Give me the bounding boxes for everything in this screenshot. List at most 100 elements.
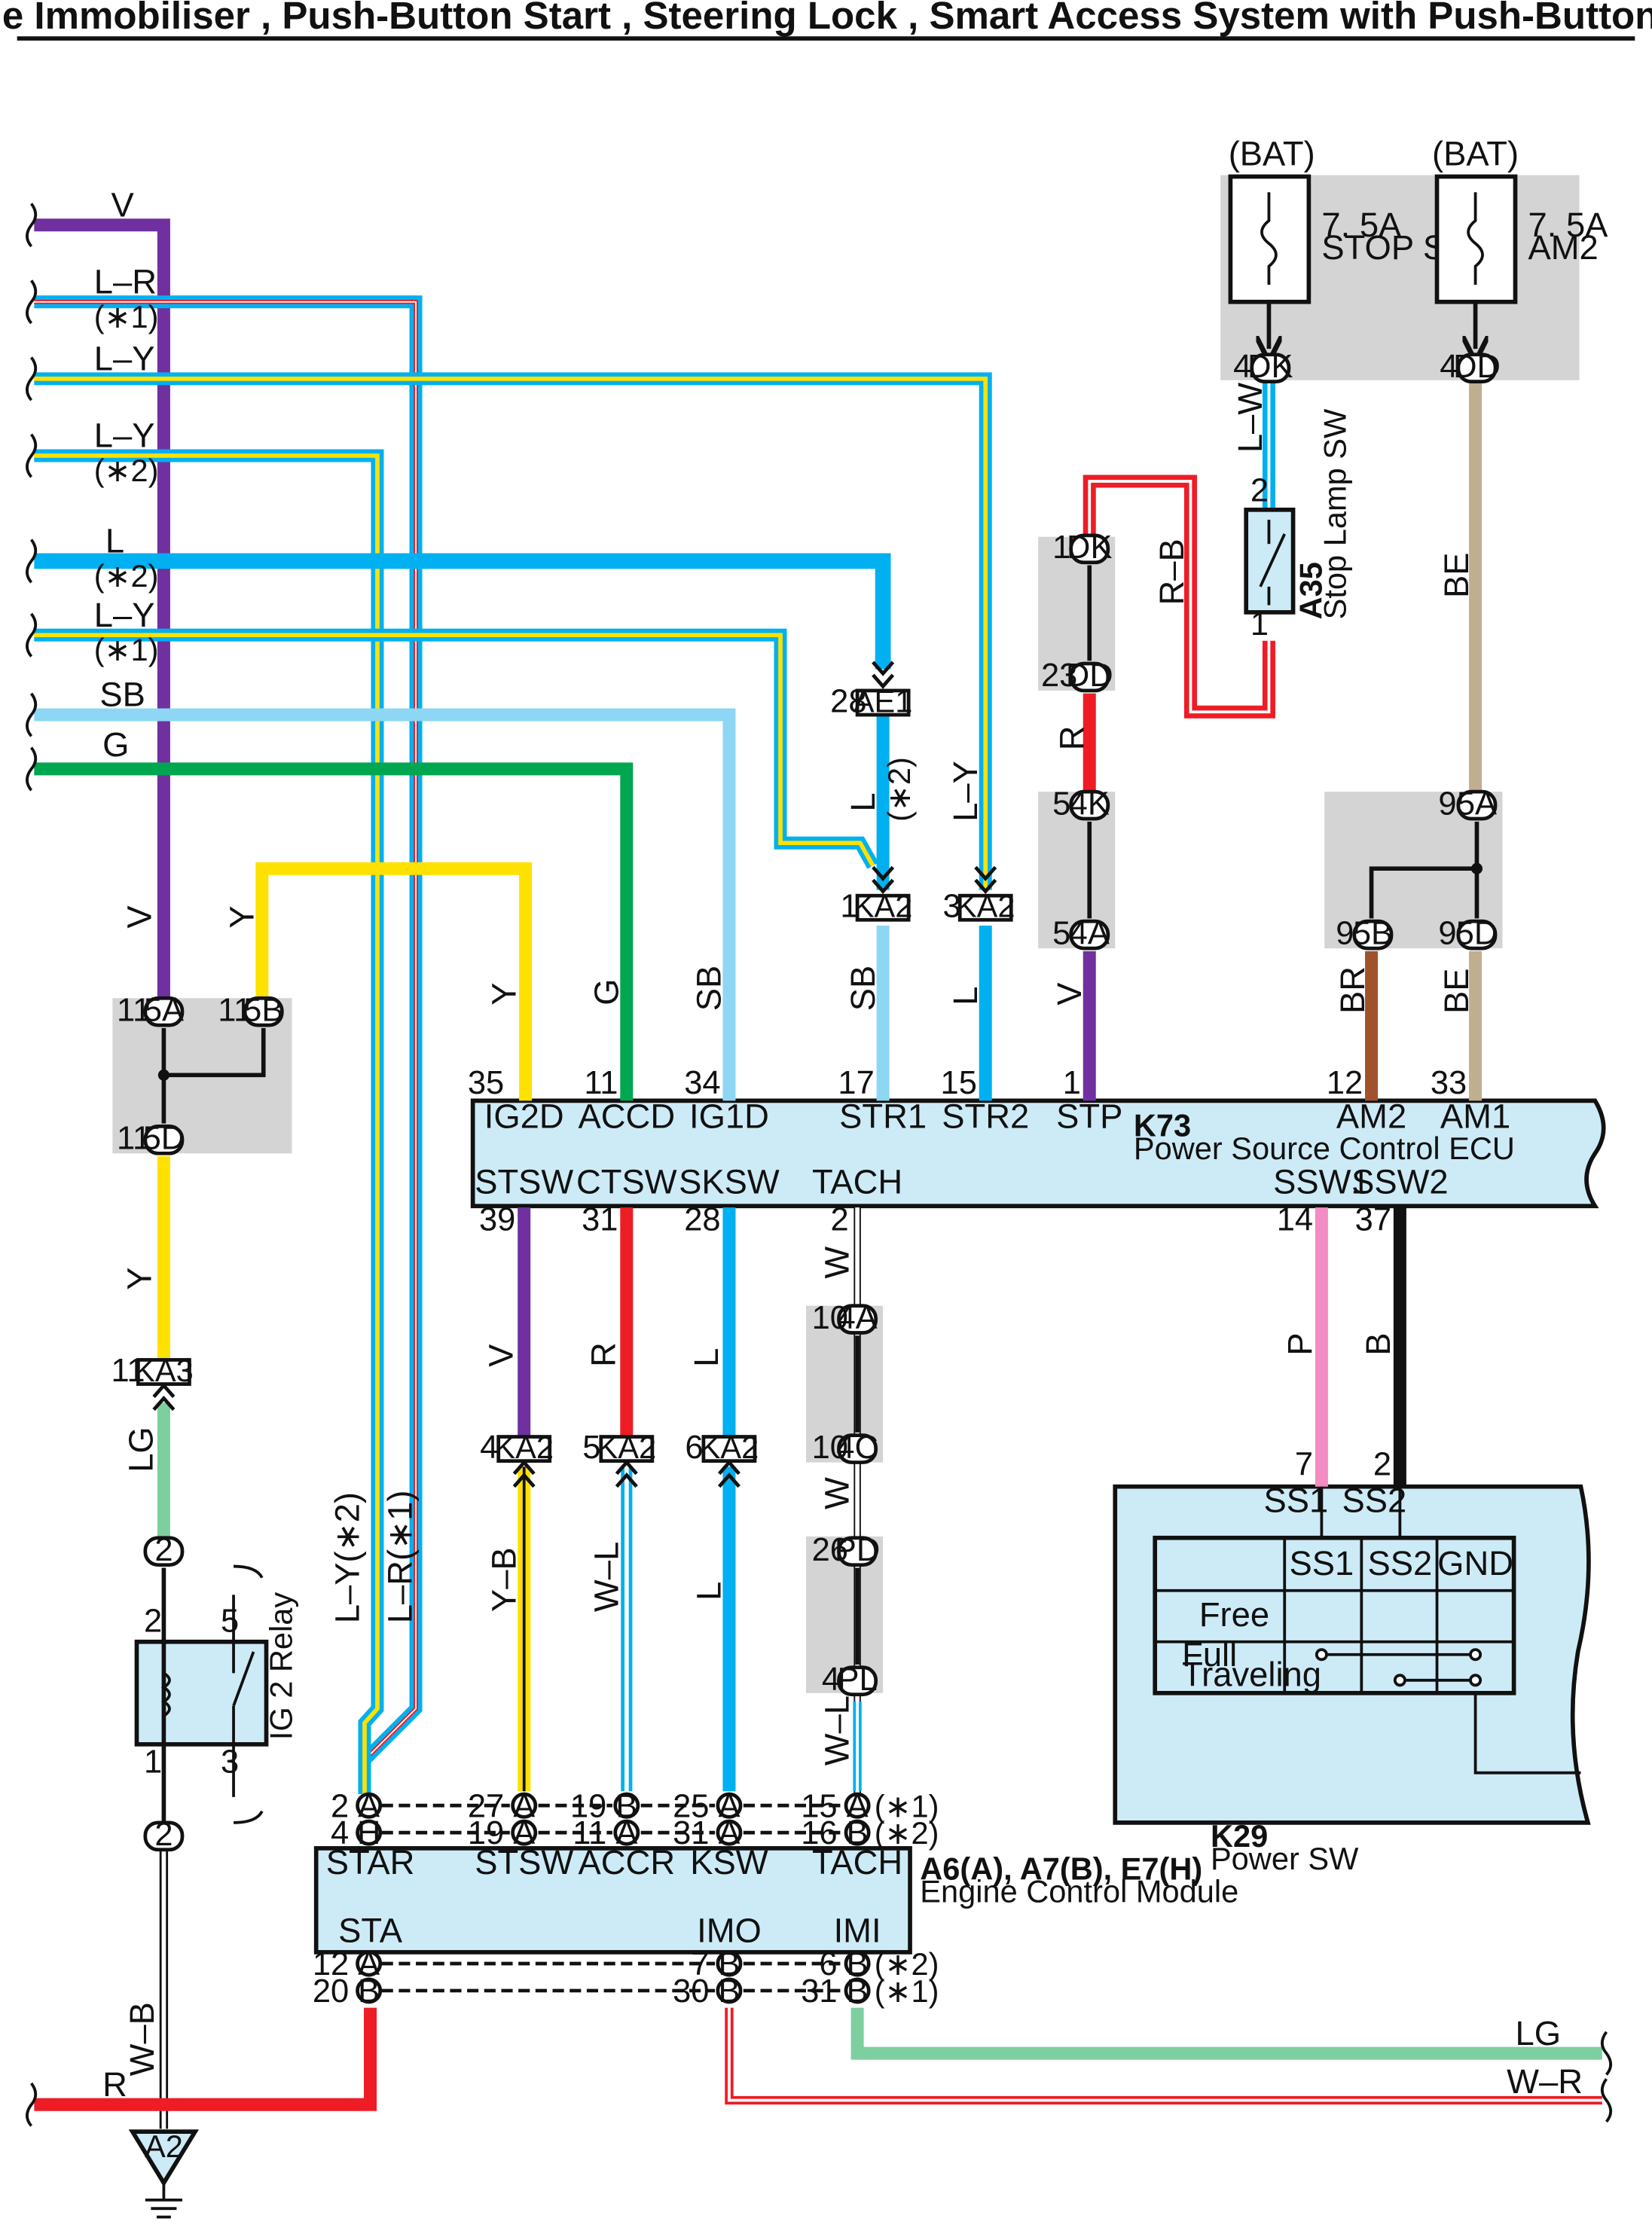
svg-text:W: W	[818, 1477, 857, 1509]
svg-text:12: 12	[1327, 1065, 1363, 1101]
svg-text:27: 27	[468, 1788, 504, 1824]
svg-text:DK: DK	[1067, 529, 1112, 566]
svg-text:L–Y: L–Y	[94, 417, 155, 455]
svg-text:Free: Free	[1199, 1595, 1269, 1634]
svg-text:11: 11	[117, 1121, 151, 1157]
svg-text:W–L: W–L	[587, 1542, 625, 1612]
wire-ends	[26, 203, 1613, 2127]
svg-text:A: A	[513, 1815, 535, 1851]
svg-text:AM2: AM2	[1528, 228, 1599, 267]
svg-text:4K: 4K	[1070, 786, 1110, 822]
wire-color-labels: L–W R–B R BE L (∗2) L–Y V Y Y G SB SB L …	[102, 383, 1583, 2104]
svg-text:L–Y(∗2): L–Y(∗2)	[328, 1492, 366, 1623]
svg-text:SS1: SS1	[1290, 1544, 1354, 1582]
svg-text:G: G	[102, 725, 129, 764]
svg-text:4A: 4A	[838, 1300, 878, 1336]
svg-text:AM1: AM1	[1440, 1097, 1510, 1135]
svg-text:ACCD: ACCD	[579, 1097, 676, 1135]
k73-ecu-body	[470, 1098, 1606, 1209]
svg-text:B: B	[718, 1973, 740, 2010]
svg-text:P: P	[1281, 1333, 1319, 1356]
svg-text:IMI: IMI	[834, 1912, 881, 1950]
svg-text:5B: 5B	[243, 992, 283, 1028]
svg-text:A: A	[847, 1788, 869, 1824]
svg-text:4: 4	[1233, 349, 1251, 385]
svg-text:39: 39	[479, 1201, 515, 1238]
svg-text:TACH: TACH	[812, 1162, 902, 1201]
svg-text:2: 2	[831, 1201, 849, 1238]
svg-text:L: L	[687, 1348, 725, 1367]
svg-text:A: A	[718, 1788, 740, 1824]
svg-text:V: V	[482, 1344, 521, 1367]
svg-text:LG: LG	[121, 1427, 160, 1473]
svg-text:15: 15	[941, 1065, 977, 1101]
svg-text:2: 2	[1250, 472, 1269, 508]
svg-text:STSW: STSW	[475, 1843, 573, 1881]
ground-symbol: A2	[128, 2129, 200, 2219]
svg-text:5: 5	[1052, 915, 1070, 951]
svg-text:9: 9	[1438, 915, 1456, 951]
svg-text:A6(A), A7(B), E7(H): A6(A), A7(B), E7(H)	[920, 1851, 1202, 1886]
svg-text:A35: A35	[1293, 562, 1328, 619]
svg-text:IMO: IMO	[697, 1912, 762, 1950]
svg-text:SS1: SS1	[1263, 1482, 1328, 1520]
svg-text:A: A	[358, 1946, 380, 1982]
svg-text:14: 14	[1277, 1201, 1313, 1238]
svg-text:19: 19	[570, 1788, 606, 1824]
svg-text:7. 5A: 7. 5A	[1528, 206, 1609, 244]
svg-text:W–R: W–R	[1507, 2062, 1583, 2101]
svg-text:PD: PD	[835, 1532, 880, 1568]
svg-text:DD: DD	[1453, 349, 1501, 385]
svg-text:G: G	[587, 978, 625, 1005]
svg-text:L–R: L–R	[94, 262, 157, 301]
k73-terminals: IG2D 35 ACCD 11 IG1D 34 STR1 17 STR2 15 …	[468, 1065, 1515, 1238]
svg-text:A: A	[718, 1815, 740, 1851]
svg-text:11: 11	[117, 992, 151, 1028]
svg-text:16: 16	[801, 1815, 837, 1851]
svg-text:DD: DD	[1066, 658, 1113, 694]
svg-text:17: 17	[838, 1065, 874, 1101]
svg-text:1: 1	[1063, 1065, 1081, 1101]
ig2-relay: 2 5 1 3 IG 2 Relay	[134, 1564, 299, 1824]
svg-text:28: 28	[684, 1201, 720, 1238]
svg-text:3: 3	[943, 888, 961, 924]
svg-text:W: W	[818, 1247, 857, 1279]
svg-text:L: L	[690, 1582, 728, 1601]
inline-connectors: AE1 28 KA2 1 KA2 3 KA3 11 KA2 4 KA2 5 KA…	[111, 661, 1015, 1488]
svg-text:Y: Y	[223, 905, 261, 928]
svg-text:20: 20	[313, 1973, 349, 2010]
svg-text:SKSW: SKSW	[679, 1162, 780, 1201]
svg-text:B: B	[847, 1815, 869, 1851]
svg-text:37: 37	[1355, 1201, 1391, 1238]
connectors: DK 4 DD 4 DK 1 DD 23 4K 5 4A 5 5A 9 5B 9…	[117, 349, 1501, 1853]
svg-text:B: B	[615, 1788, 637, 1824]
svg-text:IG2D: IG2D	[484, 1097, 564, 1135]
svg-text:IG1D: IG1D	[689, 1097, 769, 1135]
svg-text:5A: 5A	[1457, 786, 1497, 822]
svg-text:PL: PL	[838, 1662, 878, 1698]
svg-text:2: 2	[154, 1532, 173, 1568]
svg-text:9: 9	[1336, 915, 1354, 951]
svg-text:SB: SB	[99, 676, 145, 714]
svg-text:V: V	[120, 905, 158, 929]
svg-text:(BAT): (BAT)	[1432, 134, 1519, 172]
svg-text:25: 25	[673, 1788, 709, 1824]
svg-text:IG 2 Relay: IG 2 Relay	[264, 1592, 299, 1741]
svg-text:W–B: W–B	[123, 2002, 161, 2076]
svg-text:L: L	[105, 522, 124, 560]
svg-text:1: 1	[1250, 606, 1269, 642]
svg-text:STSW: STSW	[475, 1162, 573, 1201]
svg-text:10: 10	[812, 1430, 848, 1466]
svg-text:7: 7	[691, 1946, 709, 1982]
svg-text:4: 4	[1440, 349, 1458, 385]
stop-lamp-switch: 2 1 A35 Stop Lamp SW	[1244, 408, 1353, 642]
svg-text:(∗2): (∗2)	[94, 453, 159, 488]
svg-text:Traveling: Traveling	[1182, 1655, 1321, 1693]
svg-text:Stop Lamp SW: Stop Lamp SW	[1318, 408, 1353, 619]
svg-text:31: 31	[673, 1815, 709, 1851]
k29-power-sw: SS1 7 SS2 2 SS1 SS2 GND Free Full Travel…	[1153, 1447, 1581, 1876]
svg-text:STP: STP	[1056, 1097, 1122, 1135]
svg-text:LG: LG	[1516, 2014, 1562, 2052]
svg-text:R: R	[1053, 726, 1092, 751]
